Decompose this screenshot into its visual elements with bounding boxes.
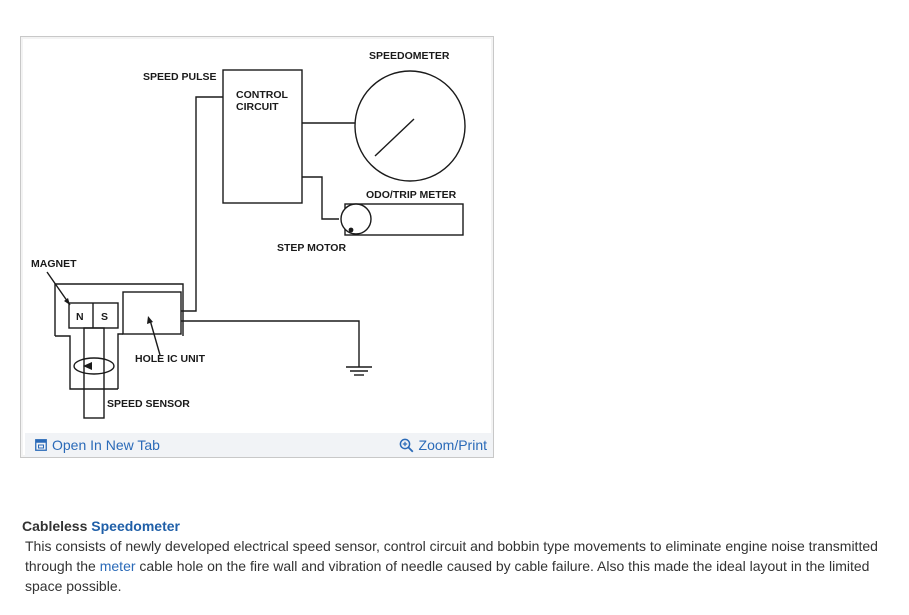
caption-title-text: Cableless [22,518,92,534]
open-new-tab-label: Open In New Tab [52,437,160,453]
wire-control-to-step-motor [302,176,339,220]
speedometer-system-diagram: CONTROL CIRCUIT SPEEDOMETER SPEED PULSE … [31,50,466,419]
figure-toolbar: Open In New Tab Zoom/Print [25,433,493,457]
label-speedometer: SPEEDOMETER [369,50,450,62]
label-pole-s: S [101,311,108,323]
wire-speed-pulse [181,96,223,312]
caption-body-text-2: cable hole on the fire wall and vibratio… [25,558,870,594]
hole-ic-unit-box [122,291,182,335]
step-motor [340,203,372,235]
wire-ground [181,320,360,367]
caption-title: Cableless Speedometer [22,516,902,536]
control-circuit-box [222,69,303,204]
label-circuit: CIRCUIT [236,101,279,113]
label-step-motor: STEP MOTOR [277,242,346,254]
rotation-arrowhead [83,362,92,370]
open-new-tab-icon [35,439,47,451]
label-odo-trip-meter: ODO/TRIP METER [366,189,457,201]
sensor-housing-lower-right [117,333,123,389]
zoom-magnifier-icon [399,438,414,453]
figure-frame: CONTROL CIRCUIT SPEEDOMETER SPEED PULSE … [20,36,494,458]
hole-ic-pointer-arrowhead [147,316,153,324]
figure-inner: CONTROL CIRCUIT SPEEDOMETER SPEED PULSE … [23,39,493,457]
step-motor-pivot [348,227,354,233]
meter-link[interactable]: meter [99,558,136,574]
label-speed-sensor: SPEED SENSOR [107,398,190,410]
hole-ic-pointer [149,319,161,356]
zoom-print-link[interactable]: Zoom/Print [399,437,487,453]
speedometer-link[interactable]: Speedometer [91,518,180,534]
sensor-housing-lower-left [55,335,118,390]
open-new-tab-link[interactable]: Open In New Tab [35,437,160,453]
speedometer-dial [354,70,466,182]
label-speed-pulse: SPEED PULSE [143,71,217,83]
label-magnet: MAGNET [31,258,77,270]
caption-body-text-1: This consists of newly developed electri… [25,538,878,574]
label-hole-ic-unit: HOLE IC UNIT [135,353,206,365]
sensor-housing-outline [54,283,184,336]
caption: Cableless Speedometer This consists of n… [22,516,902,596]
zoom-print-label: Zoom/Print [418,437,487,453]
label-control: CONTROL [236,89,288,101]
bobbin-rotation-ring [73,357,115,375]
label-pole-n: N [76,311,84,323]
caption-body: This consists of newly developed electri… [22,536,902,596]
speedometer-needle [374,118,415,157]
